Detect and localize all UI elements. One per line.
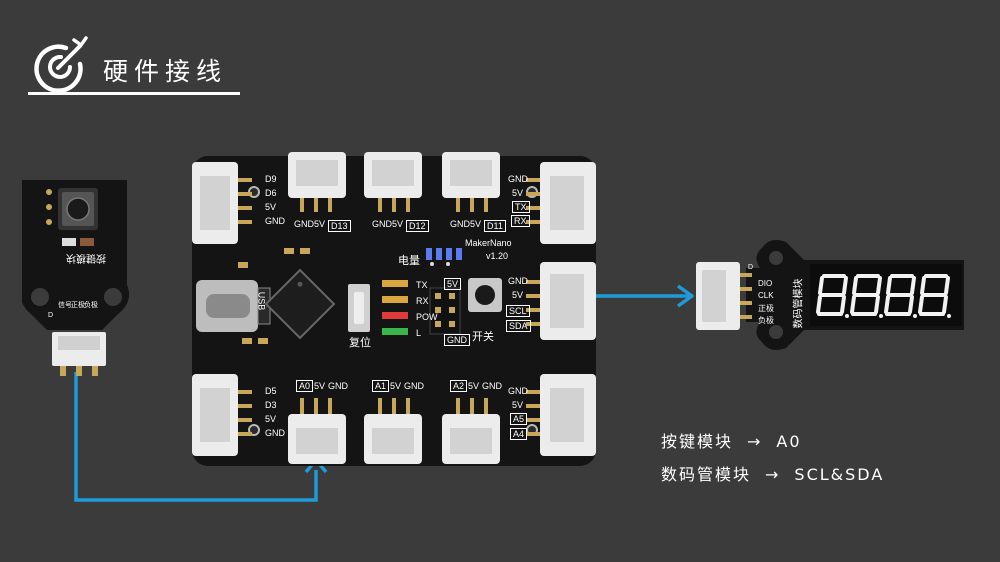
pin-5v-lb: 5V	[265, 414, 277, 424]
top-conn-2-5v: 5V	[392, 219, 404, 229]
display-pin-gnd: 负极	[758, 316, 774, 325]
title-underline	[28, 92, 240, 95]
pin-gnd-rb: GND	[508, 386, 528, 396]
bottom-conn-2-5v: 5V	[390, 381, 402, 391]
button-module-title: 按键模块	[66, 252, 106, 263]
note-button-to-a0: 按键模块 → A0	[661, 428, 802, 452]
bottom-conn-2-gnd: GND	[404, 381, 424, 391]
note-1-target: A0	[776, 432, 802, 451]
note-2-arrow: →	[765, 465, 781, 484]
pin-tx-rt: TX	[512, 201, 530, 213]
bottom-conn-3-5v: 5V	[468, 381, 480, 391]
pin-a4: A4	[510, 428, 528, 440]
button-pin-gnd: 负极	[84, 302, 98, 309]
display-pin-clk: CLK	[758, 291, 774, 300]
pin-d5: D5	[265, 386, 277, 396]
pin-a5: A5	[510, 413, 528, 425]
target-arrow-icon	[34, 36, 88, 93]
header-gnd-label: GND	[444, 334, 470, 346]
button-module	[22, 180, 129, 376]
makernano-board	[192, 152, 596, 466]
wire-button-to-a0	[74, 372, 318, 502]
usb-label: USB	[256, 291, 267, 311]
switch-label: 开关	[472, 331, 494, 343]
led-tx-label: TX	[416, 280, 428, 290]
seven-segment-digits	[816, 274, 950, 316]
pin-5v-rt: 5V	[512, 188, 524, 198]
bottom-conn-1-gnd: GND	[328, 381, 348, 391]
header-5v-label: 5V	[444, 278, 462, 290]
pin-5v-rm: 5V	[512, 290, 524, 300]
top-conn-2-d12: D12	[406, 220, 429, 232]
button-pin-signal: 信号	[58, 302, 72, 309]
bottom-conn-1-a0: A0	[296, 380, 314, 392]
pin-d6: D6	[265, 188, 277, 198]
pin-gnd-rm: GND	[508, 276, 528, 286]
top-conn-2-gnd: GND	[372, 219, 392, 229]
button-pin-d: D	[48, 312, 54, 319]
pin-gnd-rt: GND	[508, 174, 528, 184]
led-pow-label: POW	[416, 312, 438, 322]
note-1-module: 按键模块	[661, 432, 734, 451]
board-name: MakerNano	[465, 238, 512, 248]
pin-gnd-lb: GND	[265, 428, 285, 438]
power-level-label: 电量	[398, 255, 420, 267]
button-pin-vcc: 正极	[71, 302, 85, 309]
display-pin-vcc: 正极	[758, 304, 774, 313]
pin-d9: D9	[265, 174, 277, 184]
top-conn-3-5v: 5V	[470, 219, 482, 229]
note-2-module: 数码管模块	[661, 465, 752, 484]
top-conn-1-gnd: GND	[294, 219, 314, 229]
pin-scl: SCL	[506, 305, 530, 317]
top-conn-3-gnd: GND	[450, 219, 470, 229]
page-title: 硬件接线	[103, 57, 228, 86]
wire-arrow-display	[676, 284, 694, 308]
pin-5v-rb: 5V	[512, 400, 524, 410]
led-rx-label: RX	[416, 296, 429, 306]
led-l-label: L	[416, 328, 422, 338]
bottom-conn-3-a2: A2	[450, 380, 468, 392]
bottom-conn-3-gnd: GND	[482, 381, 502, 391]
board-version: v1.20	[486, 251, 509, 261]
reset-label: 复位	[349, 337, 371, 349]
display-module-title: 数码管模块	[793, 278, 805, 329]
bottom-conn-2-a1: A1	[372, 380, 390, 392]
top-conn-1-d13: D13	[328, 220, 351, 232]
top-conn-3-d11: D11	[484, 220, 506, 232]
top-conn-1-5v: 5V	[314, 219, 326, 229]
note-2-target: SCL&SDA	[794, 465, 885, 484]
pin-sda: SDA	[506, 320, 531, 332]
note-display-to-i2c: 数码管模块 → SCL&SDA	[661, 461, 884, 485]
display-module	[696, 240, 964, 350]
pin-rx-rt: RX	[511, 215, 530, 227]
pin-d3: D3	[265, 400, 277, 410]
pin-gnd-lt: GND	[265, 216, 285, 226]
pin-5v-lt: 5V	[265, 202, 277, 212]
note-1-arrow: →	[747, 432, 763, 451]
display-pin-dio: DIO	[758, 279, 773, 288]
bottom-conn-1-5v: 5V	[314, 381, 326, 391]
display-pin-d: D	[748, 264, 754, 271]
